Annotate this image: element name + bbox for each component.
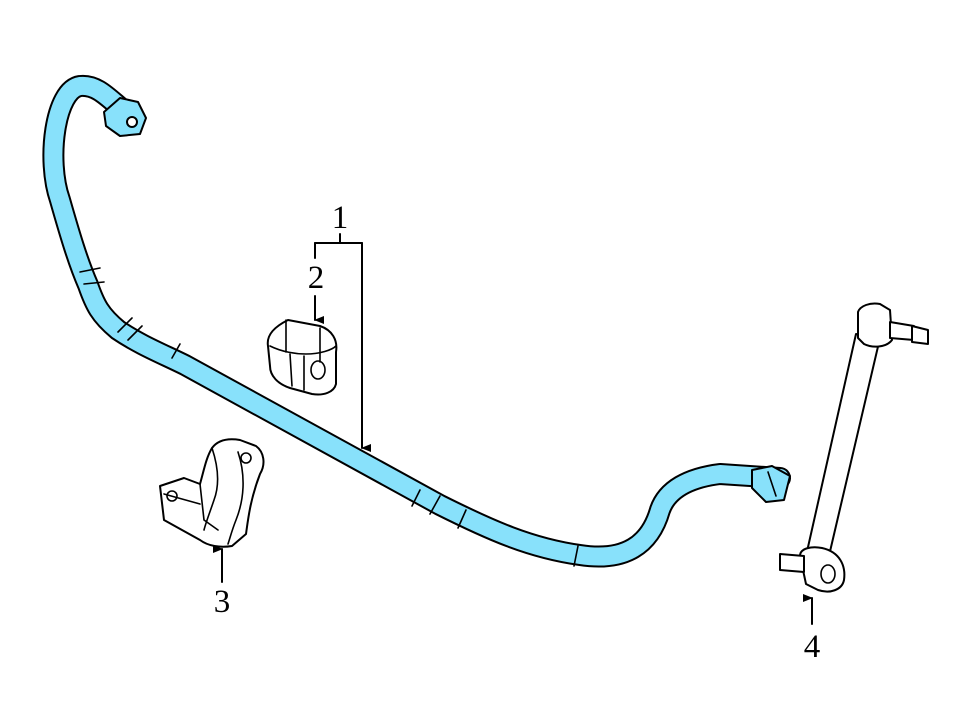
callout-2-label: 2 [308, 260, 325, 296]
bushing[interactable] [266, 319, 338, 396]
mounting-bracket[interactable] [159, 438, 265, 548]
stabilizer-link[interactable] [779, 302, 929, 593]
callout-1: 1 [314, 200, 371, 452]
callout-4: 4 [803, 594, 821, 665]
callout-4-label: 4 [804, 629, 821, 665]
stabilizer-bar[interactable] [42, 74, 791, 568]
callout-2: 2 [308, 242, 325, 324]
callout-3: 3 [213, 545, 231, 620]
callout-3-label: 3 [214, 584, 231, 620]
callout-1-label: 1 [332, 200, 349, 236]
